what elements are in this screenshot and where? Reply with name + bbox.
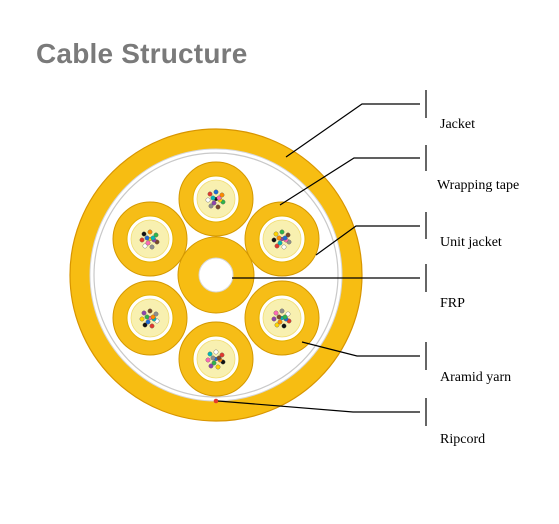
optical-fiber [277,319,283,325]
optical-fiber [285,232,291,238]
optical-fiber [207,191,213,197]
optical-fiber [144,314,150,320]
optical-fiber [142,243,148,249]
optical-fiber [282,235,288,241]
optical-fiber [216,355,222,361]
optical-fiber [144,235,150,241]
optical-fiber [211,360,217,366]
optical-fiber [147,229,153,235]
optical-fiber [271,237,277,243]
optical-fiber [274,243,280,249]
center-frp [177,236,255,314]
fiber-unit [112,280,188,356]
optical-fiber [213,349,219,355]
optical-fiber [211,200,217,206]
optical-fiber [210,355,216,361]
aramid-yarn-leader [301,341,420,357]
fiber-unit [112,201,188,277]
optical-fiber [205,357,211,363]
optical-fiber [215,364,221,370]
optical-fiber [141,310,147,316]
optical-fiber [216,195,222,201]
wrapping-tape-leader [279,157,420,206]
optical-fiber [145,319,151,325]
optical-fiber [150,314,156,320]
optical-fiber [153,311,159,317]
optical-fiber [213,189,219,195]
label-frp: FRP [440,296,465,311]
ripcord-leader [217,400,420,413]
optical-fiber [281,323,287,329]
fiber-unit [178,321,254,397]
optical-fiber [150,235,156,241]
label-jacket: Jacket [440,117,475,132]
optical-fiber [219,352,225,358]
fiber-units [112,161,320,397]
callout-labels: Jacket Wrapping tape Unit jacket FRP Ara… [437,117,519,447]
optical-fiber [153,232,159,238]
optical-fiber [277,240,283,246]
optical-fiber [149,323,155,329]
label-ripcord: Ripcord [440,432,485,447]
fiber-unit [178,161,254,237]
optical-fiber [142,322,148,328]
optical-fiber [145,240,151,246]
optical-fiber [276,235,282,241]
wrapping-tape-ring [93,152,339,398]
optical-fiber [147,308,153,314]
optical-fiber [139,237,145,243]
unit-jacket-leader [315,225,420,256]
optical-fiber [215,204,221,210]
optical-fiber [271,316,277,322]
fiber-unit [244,280,320,356]
optical-fiber [285,311,291,317]
optical-fiber [210,195,216,201]
optical-fiber [219,192,225,198]
optical-fiber [273,310,279,316]
fiber-unit [244,201,320,277]
optical-fiber [139,316,145,322]
optical-fiber [274,322,280,328]
page-title: Cable Structure [36,38,248,69]
label-wrapping-tape: Wrapping tape [437,178,519,193]
ripcord-marker [213,398,219,404]
optical-fiber [208,363,214,369]
jacket-leader [285,103,420,158]
optical-fiber [208,203,214,209]
label-unit-jacket: Unit jacket [440,235,502,250]
leaders [217,90,427,426]
optical-fiber [279,229,285,235]
optical-fiber [205,197,211,203]
optical-fiber [149,244,155,250]
optical-fiber [282,314,288,320]
optical-fiber [279,308,285,314]
optical-fiber [276,314,282,320]
cable-cross-section [69,128,363,422]
optical-fiber [281,244,287,250]
optical-fiber [141,231,147,237]
optical-fiber [273,231,279,237]
optical-fiber [207,351,213,357]
frp-core [198,257,234,293]
label-aramid-yarn: Aramid yarn [440,370,511,385]
